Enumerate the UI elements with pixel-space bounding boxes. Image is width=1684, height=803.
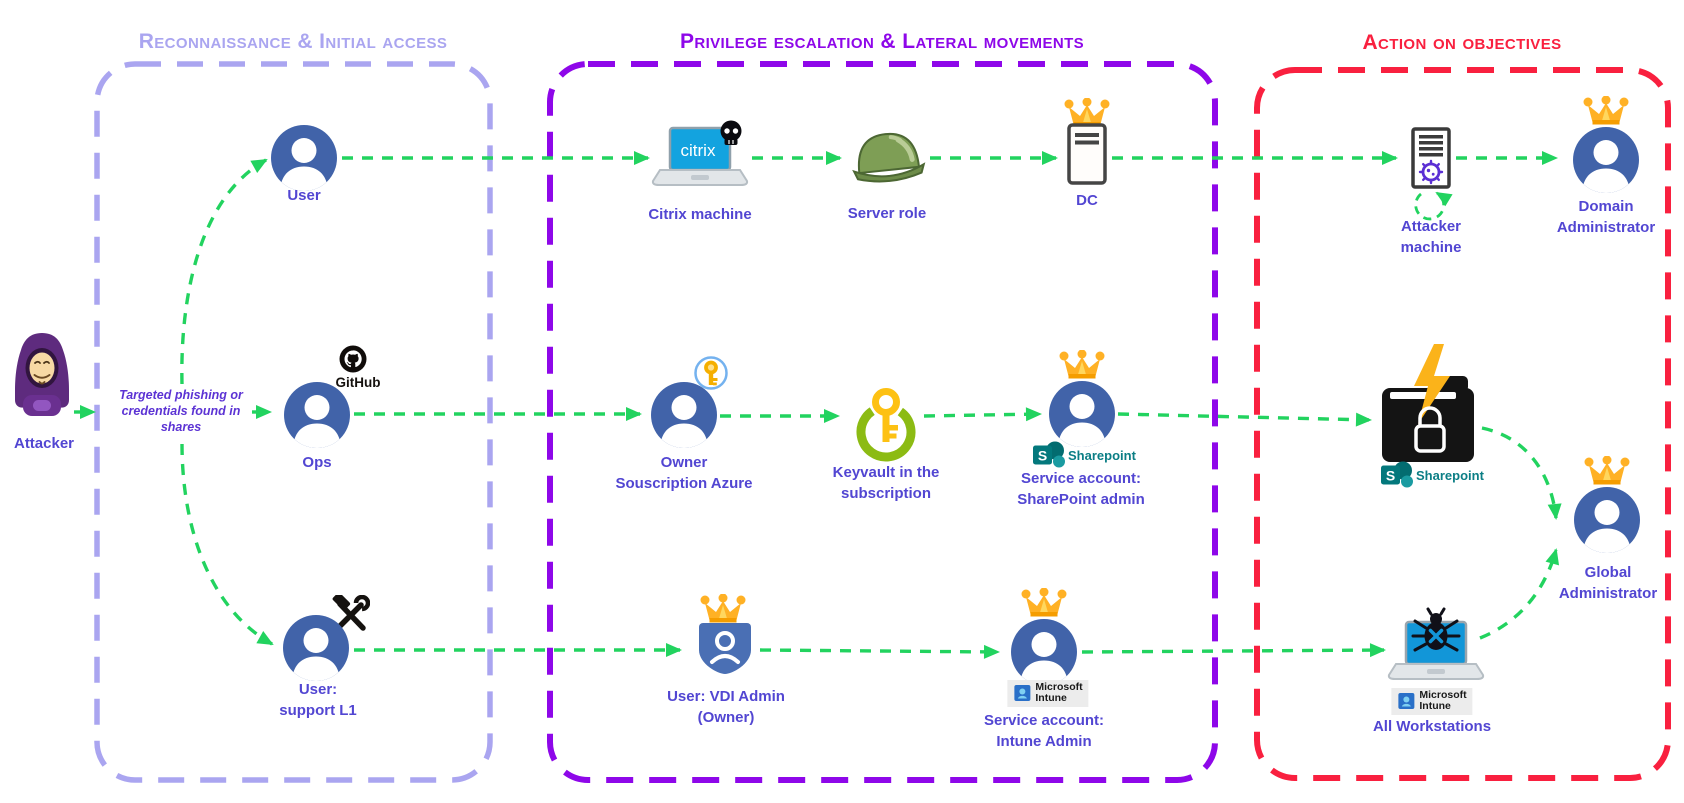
edge-note-to-support: [180, 443, 274, 646]
skull-icon: [720, 120, 742, 145]
global-admin-icon: [1574, 487, 1640, 553]
domain-admin-icon: [1573, 127, 1639, 193]
edge-vdiadmin-to-intuneadmin: [759, 644, 1000, 659]
owner-key-badge-icon: [694, 356, 728, 390]
global-admin-crown-icon: [1584, 456, 1630, 488]
sharepoint-logo-text: Sharepoint: [1068, 448, 1137, 463]
domain-admin-label: Domain Administrator: [1556, 198, 1656, 237]
server-role-icon: [852, 132, 926, 183]
ops-user-icon: [284, 382, 350, 448]
phishing-note: Targeted phishing or credentials found i…: [119, 388, 243, 434]
lightning-icon: [1414, 344, 1450, 424]
phase-privesc-box: [547, 61, 1218, 783]
virus-icon: [1418, 159, 1444, 185]
vdi-admin-label: User: VDI Admin (Owner): [667, 688, 785, 727]
bug-icon: [1411, 607, 1461, 652]
edge-spadmin-to-sharepoint: [1117, 412, 1372, 427]
sharepoint-logo: S Sharepoint: [1033, 441, 1137, 468]
owner-subscription-label: Owner Souscription Azure: [615, 454, 753, 493]
intune-badge-text: Microsoft Intune: [1419, 689, 1467, 713]
attacker-label: Attacker: [13, 435, 75, 452]
keyvault-icon: [856, 388, 916, 462]
support-l1-label: User: support L1: [279, 681, 357, 720]
github-label: GitHub: [335, 375, 381, 390]
sharepoint-files-logo: S Sharepoint: [1381, 461, 1485, 488]
intune-badge-text: Microsoft Intune: [1035, 681, 1083, 705]
edge-sharepoint-to-globaladmin: [1481, 426, 1562, 520]
edge-attackermachine-selfloop: [1414, 191, 1453, 221]
citrix-machine-icon: citrix: [651, 120, 749, 186]
dc-icon: [1067, 123, 1107, 185]
spadmin-user-icon: [1049, 381, 1115, 447]
edge-workstations-to-globaladmin: [1479, 548, 1560, 640]
sharepoint-s-glyph: S: [1038, 448, 1047, 464]
attacker-machine-icon: [1411, 127, 1451, 189]
intune-logo-icon: [1398, 693, 1415, 710]
user-icon: [271, 125, 337, 191]
sharepoint-logo-text: Sharepoint: [1416, 468, 1485, 483]
edge-keyvault-to-spadmin: [923, 407, 1042, 422]
citrix-machine-label: Citrix machine: [648, 206, 752, 223]
intune-admin-label: Service account: Intune Admin: [983, 712, 1105, 751]
sharepoint-s-glyph: S: [1386, 468, 1395, 484]
edge-note-to-user: [180, 158, 268, 385]
server-role-label: Server role: [847, 205, 927, 222]
all-workstations-label: All Workstations: [1372, 718, 1492, 735]
vdi-admin-icon: [699, 623, 751, 674]
ops-label: Ops: [302, 454, 332, 471]
intune-admin-crown-icon: [1021, 588, 1067, 620]
owner-user-icon: [651, 382, 717, 448]
all-workstations-icon: [1387, 607, 1485, 680]
intune-logo-icon: [1014, 685, 1031, 702]
attacker-icon: [15, 333, 69, 416]
github-icon: [339, 345, 367, 373]
sharepoint-admin-label: Service account: SharePoint admin: [1017, 470, 1145, 509]
support-user-icon: [283, 615, 349, 681]
phase-privesc-title: Privilege escalation & Lateral movements: [679, 30, 1085, 53]
phase-action-box: [1254, 67, 1671, 781]
phase-recon-title: Reconnaissance & Initial access: [138, 30, 448, 53]
keyvault-label: Keyvault in the subscription: [832, 464, 940, 503]
domain-admin-crown-icon: [1583, 96, 1629, 128]
sharepoint-files-icon: [1382, 344, 1474, 462]
dc-label: DC: [1076, 192, 1098, 209]
intune-admin-badge: Microsoft Intune: [1007, 680, 1089, 707]
workstations-intune-badge: Microsoft Intune: [1391, 688, 1473, 715]
intune-admin-user-icon: [1011, 619, 1077, 685]
global-admin-label: Global Administrator: [1558, 564, 1658, 603]
phase-recon-box: [94, 61, 493, 783]
attacker-machine-label: Attacker machine: [1400, 218, 1462, 257]
edge-intuneadmin-to-workstations: [1081, 643, 1386, 658]
lock-icon: [1418, 406, 1442, 426]
user-label: User: [287, 187, 321, 204]
citrix-screen-text: citrix: [681, 141, 716, 160]
tools-icon: [332, 595, 370, 631]
phase-action-title: Action on objectives: [1362, 31, 1562, 54]
spadmin-crown-icon: [1059, 350, 1105, 382]
